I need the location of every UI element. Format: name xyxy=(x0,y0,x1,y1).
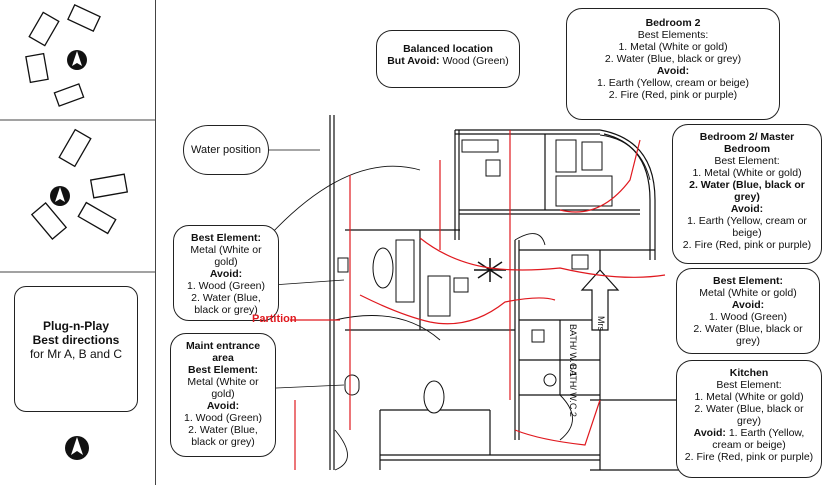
left-best-value: Metal (White or gold) xyxy=(190,244,262,268)
master-avoid-2: 2. Fire (Red, pink or purple) xyxy=(682,239,812,251)
right-avoid-label: Avoid: xyxy=(731,299,765,311)
plug-n-play-box: Plug-n-Play Best directions for Mr A, B … xyxy=(14,286,138,412)
bedroom2-best-2: 2. Water (Blue, black or grey) xyxy=(604,53,742,65)
master-title-1: Bedroom 2/ Master xyxy=(699,131,795,143)
kitchen-avoid-2: 2. Fire (Red, pink or purple) xyxy=(684,451,814,463)
right-best-label: Best Element: xyxy=(712,275,784,287)
layout-diagram-2 xyxy=(30,128,129,240)
entrance-callout: Maint entrance area Best Element: Metal … xyxy=(170,333,276,457)
balanced-avoid-value: Wood (Green) xyxy=(442,55,509,67)
right-avoid-1: 1. Wood (Green) xyxy=(708,311,787,323)
kitchen-callout: Kitchen Best Element: 1. Metal (White or… xyxy=(676,360,822,478)
centre-star-icon xyxy=(474,258,506,282)
kitchen-best-2: 2. Water (Blue, black or grey) xyxy=(694,403,804,427)
kitchen-best-label: Best Element: xyxy=(716,379,782,391)
master-bedroom-callout: Bedroom 2/ Master Bedroom Best Element: … xyxy=(672,124,822,264)
bedroom2-avoid-2: 2. Fire (Red, pink or purple) xyxy=(608,89,738,101)
water-position-label: Water position xyxy=(191,144,261,156)
entrance-title: Maint entrance area xyxy=(185,340,261,364)
left-avoid-2: 2. Water (Blue, black or grey) xyxy=(191,292,261,316)
master-best-label: Best Element: xyxy=(714,155,780,167)
entrance-avoid-label: Avoid: xyxy=(206,400,240,412)
layout-diagram-1 xyxy=(25,3,101,107)
kitchen-title: Kitchen xyxy=(729,367,769,379)
right-best-value: Metal (White or gold) xyxy=(699,287,797,299)
balanced-title: Balanced location xyxy=(403,43,493,55)
balanced-avoid-label: But Avoid: xyxy=(387,55,440,67)
kitchen-best-1: 1. Metal (White or gold) xyxy=(694,391,804,403)
arrow-icon xyxy=(580,269,620,331)
left-panel xyxy=(0,0,156,485)
left-best-label: Best Element: xyxy=(190,232,262,244)
mrs-label: Mrs xyxy=(596,316,606,331)
kitchen-avoid-label: Avoid: xyxy=(693,427,726,439)
floor-plan-walls xyxy=(329,115,680,471)
bedroom2-avoid-label: Avoid: xyxy=(656,65,690,77)
balanced-location-callout: Balanced location But Avoid: Wood (Green… xyxy=(376,30,520,88)
plug-caption: for Mr A, B and C xyxy=(29,347,123,361)
bedroom2-title: Bedroom 2 xyxy=(645,17,701,29)
bedroom2-callout: Bedroom 2 Best Elements: 1. Metal (White… xyxy=(566,8,780,120)
entrance-avoid-1: 1. Wood (Green) xyxy=(183,412,262,424)
master-best-2: 2. Water (Blue, black or grey) xyxy=(689,179,805,203)
left-avoid-label: Avoid: xyxy=(209,268,243,280)
right-element-callout: Best Element: Metal (White or gold) Avoi… xyxy=(676,268,820,354)
compass-icon-1 xyxy=(67,50,87,70)
plug-subtitle: Best directions xyxy=(32,333,120,347)
partition-label: Partition xyxy=(252,313,297,325)
plug-title: Plug-n-Play xyxy=(42,319,109,333)
left-element-callout: Best Element: Metal (White or gold) Avoi… xyxy=(173,225,279,321)
master-avoid-1: 1. Earth (Yellow, cream or beige) xyxy=(687,215,807,239)
compass-icon-3 xyxy=(65,436,89,460)
door-arcs xyxy=(269,134,651,471)
entrance-avoid-2: 2. Water (Blue, black or grey) xyxy=(188,424,258,448)
entrance-best-label: Best Element: xyxy=(187,364,259,376)
red-lines xyxy=(290,130,666,470)
master-title-2: Bedroom xyxy=(723,143,771,155)
master-best-1: 1. Metal (White or gold) xyxy=(692,167,802,179)
bedroom2-best-1: 1. Metal (White or gold) xyxy=(618,41,728,53)
bedroom2-avoid-1: 1. Earth (Yellow, cream or beige) xyxy=(597,77,749,89)
furniture xyxy=(337,139,613,414)
kitchen-avoid-1: 1. Earth (Yellow, cream or beige) xyxy=(712,427,805,451)
right-avoid-2: 2. Water (Blue, black or grey) xyxy=(693,323,803,347)
water-position-callout: Water position xyxy=(183,125,269,175)
entrance-best-value: Metal (White or gold) xyxy=(187,376,259,400)
master-avoid-label: Avoid: xyxy=(730,203,764,215)
bedroom2-best-label: Best Elements: xyxy=(637,29,709,41)
bath2-label: BATH/ W.C 2 xyxy=(568,364,578,417)
compass-icon-2 xyxy=(50,186,70,206)
left-avoid-1: 1. Wood (Green) xyxy=(186,280,265,292)
